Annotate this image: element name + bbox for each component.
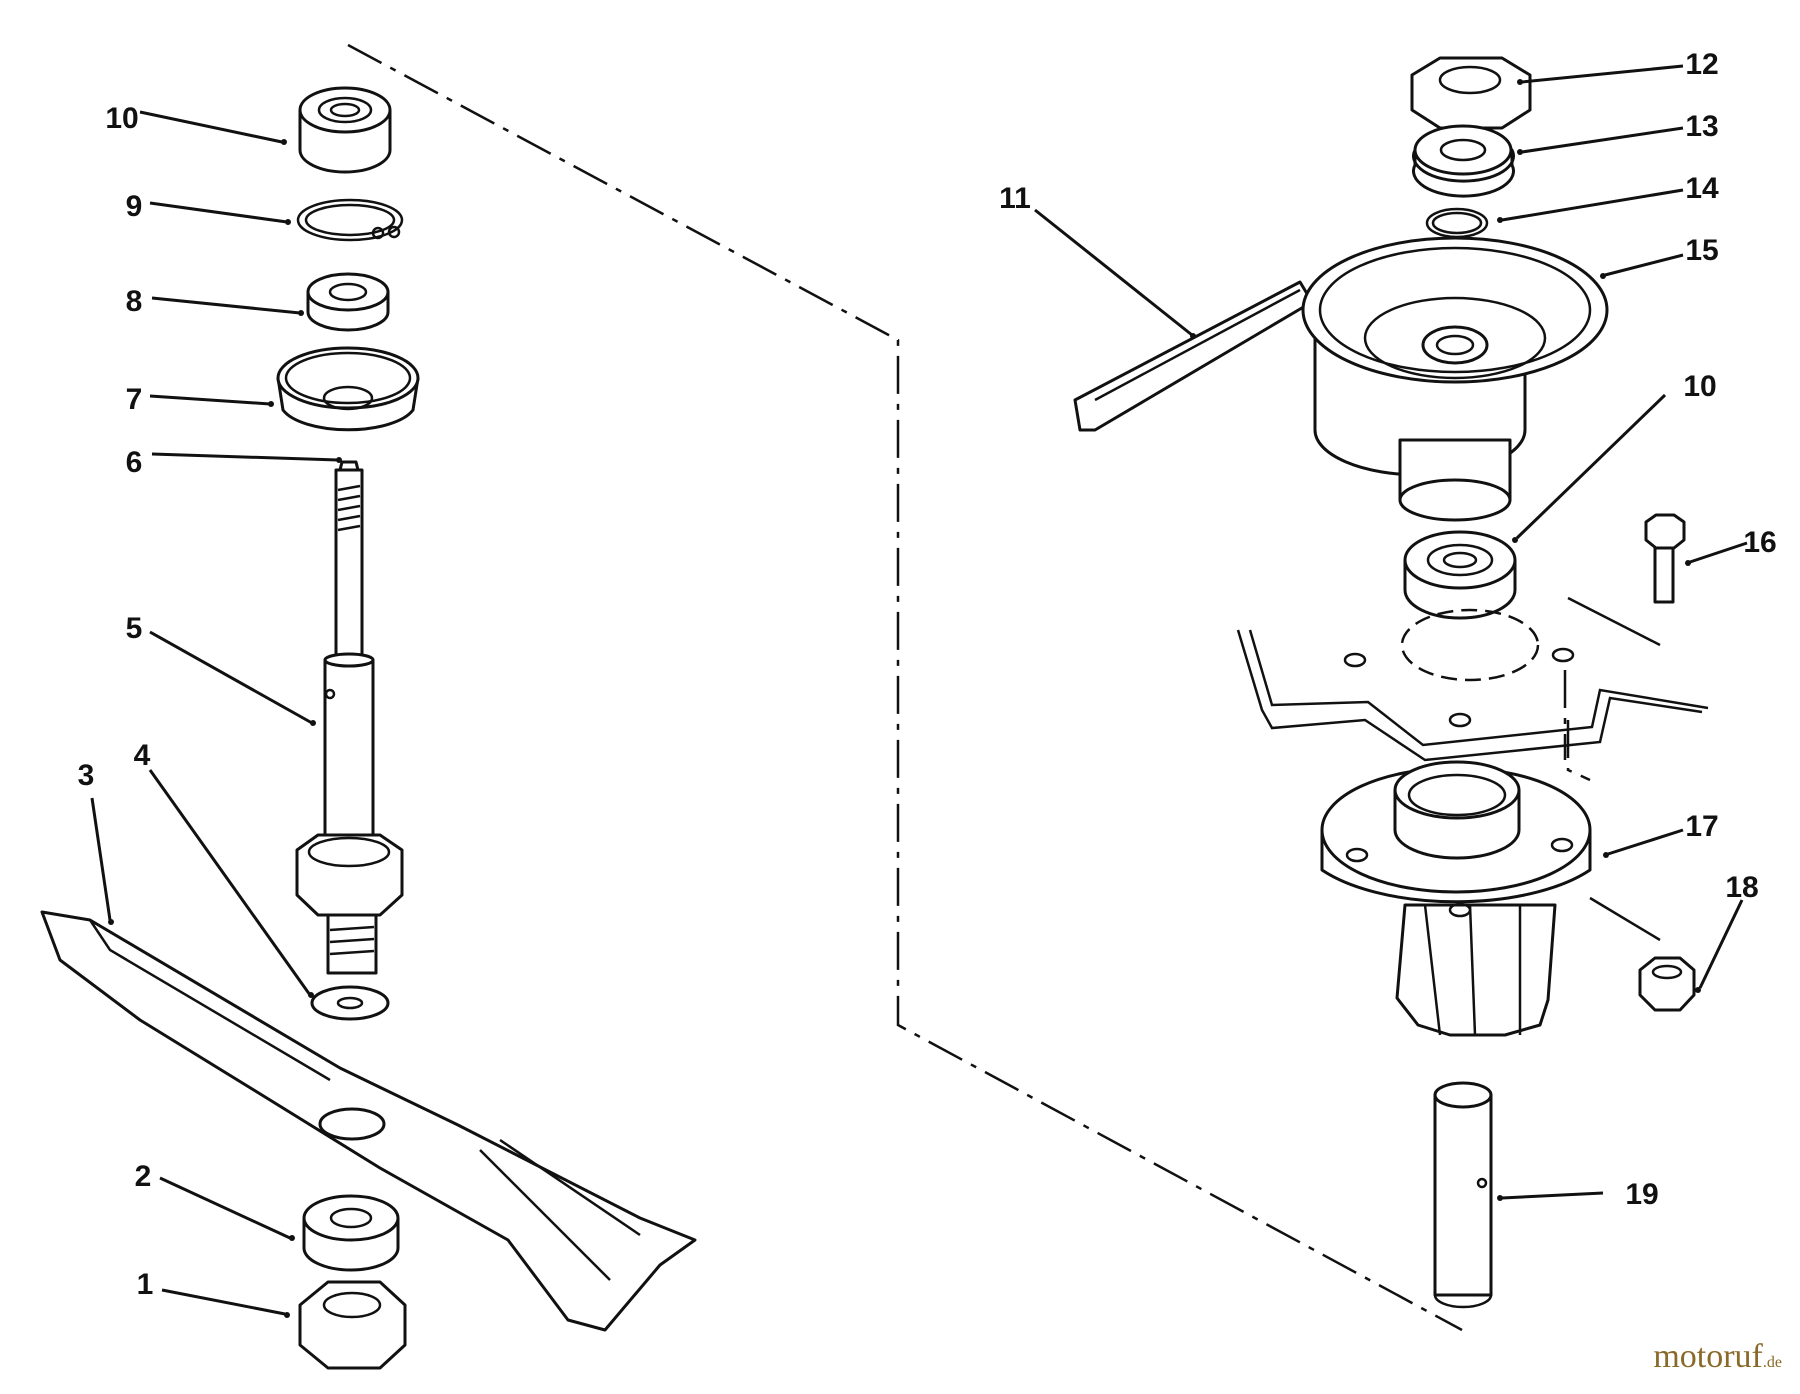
spindle-housing: [1320, 760, 1661, 1037]
callout-13: 13: [1685, 110, 1718, 143]
callout-5: 5: [126, 612, 143, 645]
top-nut: [1410, 56, 1532, 130]
callout-4: 4: [134, 739, 151, 772]
callout-14: 14: [1685, 172, 1719, 205]
callout-7: 7: [126, 383, 143, 416]
callout-11: 11: [999, 182, 1031, 215]
lower-nut: [298, 1280, 407, 1370]
callout-6: 6: [126, 446, 143, 479]
hex-bolt: [1644, 513, 1686, 604]
shaft-key: [1073, 280, 1314, 432]
callout-3: 3: [78, 759, 95, 792]
watermark-text: motoruf: [1653, 1338, 1763, 1375]
washer: [310, 985, 390, 1021]
callout-2: 2: [135, 1160, 152, 1193]
callout-9: 9: [126, 190, 143, 223]
small-nut: [1638, 956, 1696, 1012]
callout-18: 18: [1725, 871, 1758, 904]
spacer: [306, 272, 390, 332]
watermark-logo: motoruf.de: [1653, 1338, 1782, 1376]
mower-deck-section: [1236, 596, 1709, 762]
thin-washer: [1425, 207, 1489, 239]
assembly-centerline: [347, 43, 1591, 1332]
lower-spacer: [302, 1194, 400, 1272]
callout-1: 1: [137, 1268, 154, 1301]
callout-19: 19: [1625, 1178, 1658, 1211]
bearing-right: [1403, 530, 1517, 620]
watermark-suffix: .de: [1762, 1354, 1782, 1371]
callout-labels: 10 9 8 7 6 5 4 3 2 1 11 12 13 14 15 10 1…: [78, 48, 1777, 1301]
callout-17: 17: [1685, 810, 1718, 843]
callout-12: 12: [1685, 48, 1718, 81]
bearing-left: [298, 86, 392, 174]
callout-15: 15: [1685, 234, 1718, 267]
callout-10-right: 10: [1683, 370, 1716, 403]
callout-10-left: 10: [105, 102, 138, 135]
callout-8: 8: [126, 285, 143, 318]
lock-washer: [1412, 124, 1515, 198]
mower-blade: [40, 910, 697, 1332]
callout-16: 16: [1743, 526, 1776, 559]
spacer-tube: [1433, 1081, 1493, 1309]
leader-lines: [90, 64, 1748, 1318]
seal-cup: [276, 346, 420, 432]
drive-pulley: [1301, 236, 1609, 522]
retaining-ring: [296, 198, 404, 242]
spindle-shaft: [295, 460, 404, 975]
